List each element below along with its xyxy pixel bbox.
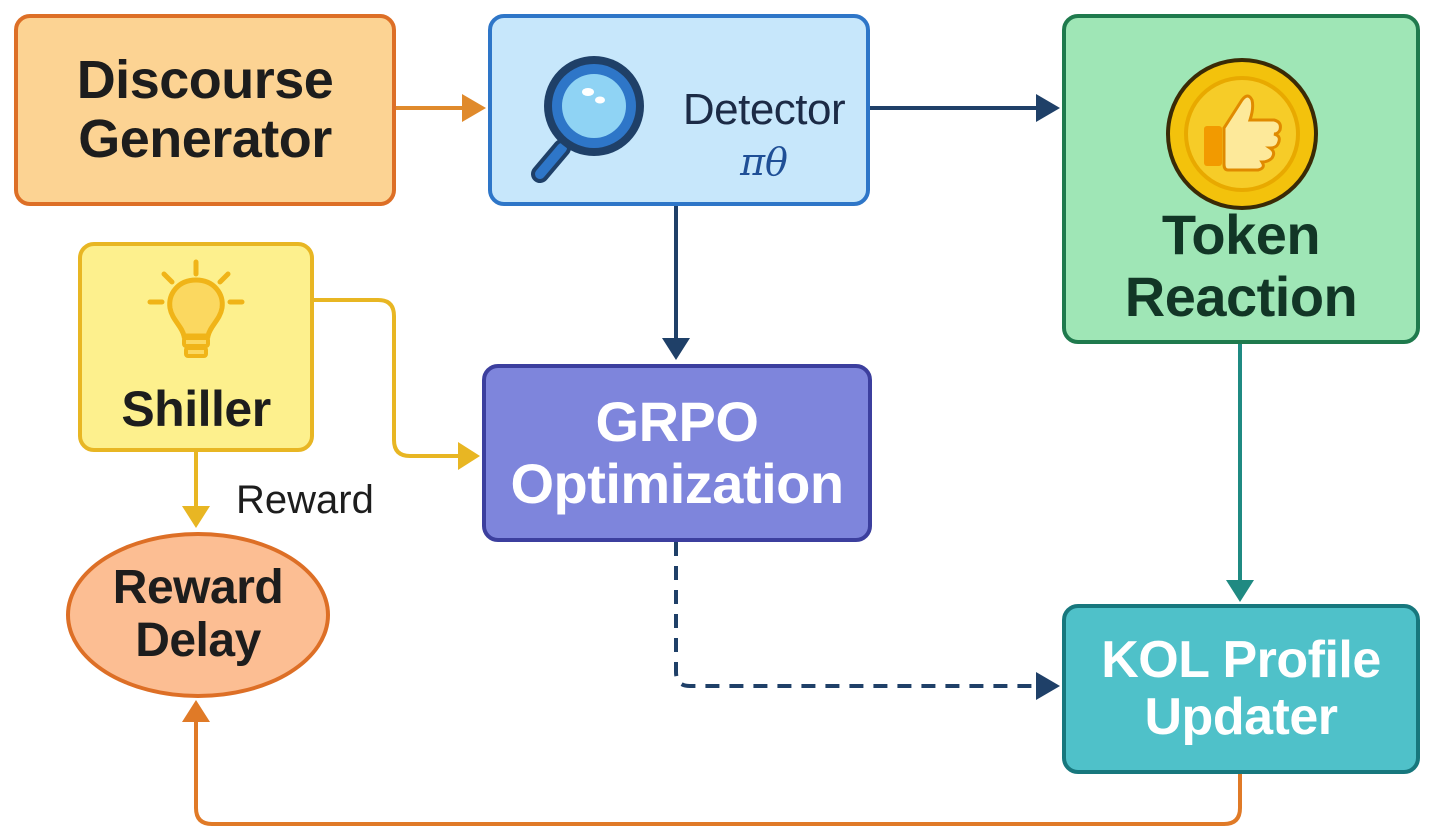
node-kol-profile-updater-line1: KOL Profile — [1101, 630, 1381, 689]
node-grpo-optimization: GRPO Optimization — [482, 364, 872, 542]
node-detector-label: Detector — [682, 85, 846, 134]
node-shiller: Shiller — [78, 242, 314, 452]
node-token-reaction: Token Reaction — [1062, 14, 1420, 344]
node-discourse-generator-line1: Discourse — [76, 49, 334, 110]
edge-grpo-to-kol-dashed — [674, 542, 1060, 700]
edge-detector-to-token — [870, 94, 1060, 122]
edge-detector-to-grpo — [662, 206, 690, 360]
edge-shiller-to-reward-delay — [182, 452, 210, 528]
node-reward-delay-line1: Reward — [112, 561, 284, 615]
node-reward-delay: Reward Delay — [66, 532, 330, 698]
node-discourse-generator-line2: Generator — [78, 109, 332, 169]
node-kol-profile-updater: KOL Profile Updater — [1062, 604, 1420, 774]
edge-label-reward: Reward — [236, 478, 374, 522]
node-shiller-label: Shiller — [121, 381, 271, 437]
lightbulb-icon — [147, 259, 245, 358]
edge-discourse-to-detector — [396, 94, 486, 122]
thumbs-up-coin-icon — [1166, 58, 1318, 210]
node-detector: Detector πθ — [488, 14, 870, 206]
edge-shiller-to-grpo — [314, 298, 480, 470]
edge-kol-to-reward-delay — [182, 700, 1242, 826]
node-reward-delay-line2: Delay — [135, 614, 261, 667]
edge-token-to-kol — [1226, 344, 1254, 602]
magnifying-glass-icon — [531, 56, 644, 183]
node-kol-profile-updater-line2: Updater — [1144, 688, 1338, 746]
node-discourse-generator: Discourse Generator — [14, 14, 396, 206]
node-detector-symbol: πθ — [740, 140, 788, 185]
node-grpo-optimization-line1: GRPO — [595, 390, 759, 454]
node-token-reaction-line2: Reaction — [1124, 264, 1358, 328]
node-token-reaction-line1: Token — [1161, 203, 1321, 266]
node-grpo-optimization-line2: Optimization — [510, 452, 844, 515]
